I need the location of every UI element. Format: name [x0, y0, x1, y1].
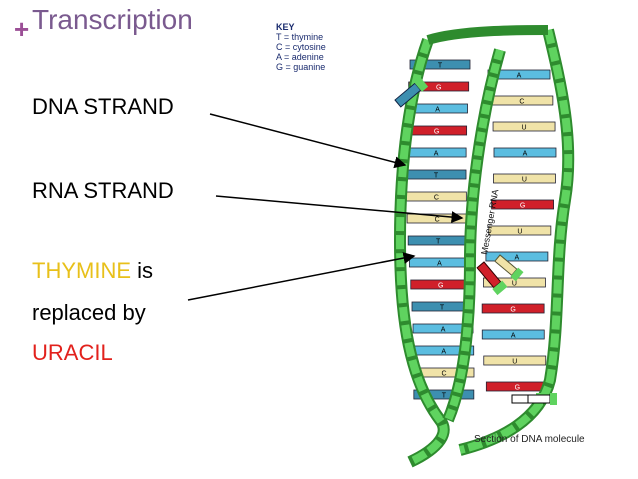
- rna-base-pair: U: [488, 225, 552, 236]
- base-letter: G: [438, 283, 443, 290]
- key-heading: KEY: [276, 22, 295, 32]
- base-key: KEY T = thymine C = cytosine A = adenine…: [276, 22, 326, 72]
- dna-base-pair: G: [410, 279, 472, 290]
- rna-base-pair: A: [481, 329, 545, 340]
- rna-base-pair: G: [481, 303, 545, 314]
- base-letter: A: [515, 255, 520, 262]
- base-letter: A: [434, 151, 439, 158]
- dna-base-pair: T: [405, 169, 467, 180]
- rna-base-pair: A: [485, 251, 549, 262]
- base-letter: A: [517, 73, 522, 80]
- uracil-label: URACIL: [32, 340, 113, 365]
- rna-base-pair: C: [490, 95, 554, 106]
- dna-base-pair: C: [405, 191, 467, 202]
- base-letter: U: [522, 125, 527, 132]
- dna-base-pair: T: [407, 235, 469, 246]
- slide-title: Transcription: [32, 4, 193, 35]
- bullet-plus: +: [14, 14, 30, 44]
- dna-base-pair: G: [406, 125, 468, 136]
- rna-pointer-arrow: [215, 195, 464, 224]
- rna-strand-label: RNA STRAND: [32, 178, 174, 203]
- base-letter: T: [436, 239, 441, 246]
- base-letter: A: [441, 349, 446, 356]
- free-nucleotide: [394, 76, 429, 108]
- rna-base-pair: A: [493, 147, 557, 158]
- dna-strand-label: DNA STRAND: [32, 94, 174, 119]
- base-pair-rungs: T G A G A T C C T A G T A A C T A C U A U G U A U G A U G: [405, 59, 557, 400]
- thymine-pointer-arrow: [187, 252, 416, 301]
- rna-base-pair: G: [491, 199, 554, 210]
- base-letter: C: [519, 99, 524, 106]
- rna-base-pair: U: [493, 173, 556, 184]
- base-letter: C: [435, 217, 440, 224]
- base-letter: U: [517, 229, 522, 236]
- key-line: T = thymine: [276, 32, 324, 42]
- base-letter: A: [523, 151, 528, 158]
- base-letter: A: [437, 261, 442, 268]
- base-letter: T: [434, 173, 439, 180]
- key-line: C = cytosine: [276, 42, 326, 52]
- dna-base-pair: T: [409, 59, 471, 70]
- thymine-word: THYMINE: [32, 258, 131, 283]
- free-nucleotide: [527, 393, 557, 405]
- base-letter: G: [436, 85, 441, 92]
- base-letter: U: [512, 359, 517, 366]
- replaced-by-label: replaced by: [32, 300, 146, 325]
- base-letter: A: [441, 327, 446, 334]
- base-letter: G: [434, 129, 439, 136]
- rna-base-pair: U: [492, 121, 556, 132]
- dna-base-pair: A: [405, 147, 467, 158]
- is-word: is: [131, 258, 153, 283]
- base-letter: A: [435, 107, 440, 114]
- rna-base-pair: G: [485, 381, 549, 392]
- base-letter: T: [438, 63, 443, 70]
- free-nucleotide: [476, 261, 508, 296]
- key-line: G = guanine: [276, 62, 326, 72]
- thymine-label: THYMINE is: [32, 258, 153, 284]
- base-letter: U: [522, 177, 527, 184]
- base-letter: T: [442, 393, 447, 400]
- base-letter: U: [512, 281, 517, 288]
- base-letter: C: [441, 371, 446, 378]
- dna-pointer-arrow: [209, 113, 407, 169]
- base-letter: A: [511, 333, 516, 340]
- base-letter: G: [515, 385, 520, 392]
- dna-base-pair: A: [409, 257, 470, 268]
- rna-name-label: Messenger RNA: [479, 189, 500, 256]
- base-letter: G: [520, 203, 525, 210]
- top-backbone: [426, 25, 549, 45]
- key-line: A = adenine: [276, 52, 324, 62]
- base-letter: C: [434, 195, 439, 202]
- rna-base-pair: U: [483, 355, 547, 366]
- dna-base-pair: T: [413, 389, 475, 400]
- free-nucleotide: [494, 254, 524, 282]
- base-letter: G: [510, 307, 515, 314]
- diagram-caption: Section of DNA molecule: [474, 434, 585, 445]
- base-letter: T: [440, 305, 445, 312]
